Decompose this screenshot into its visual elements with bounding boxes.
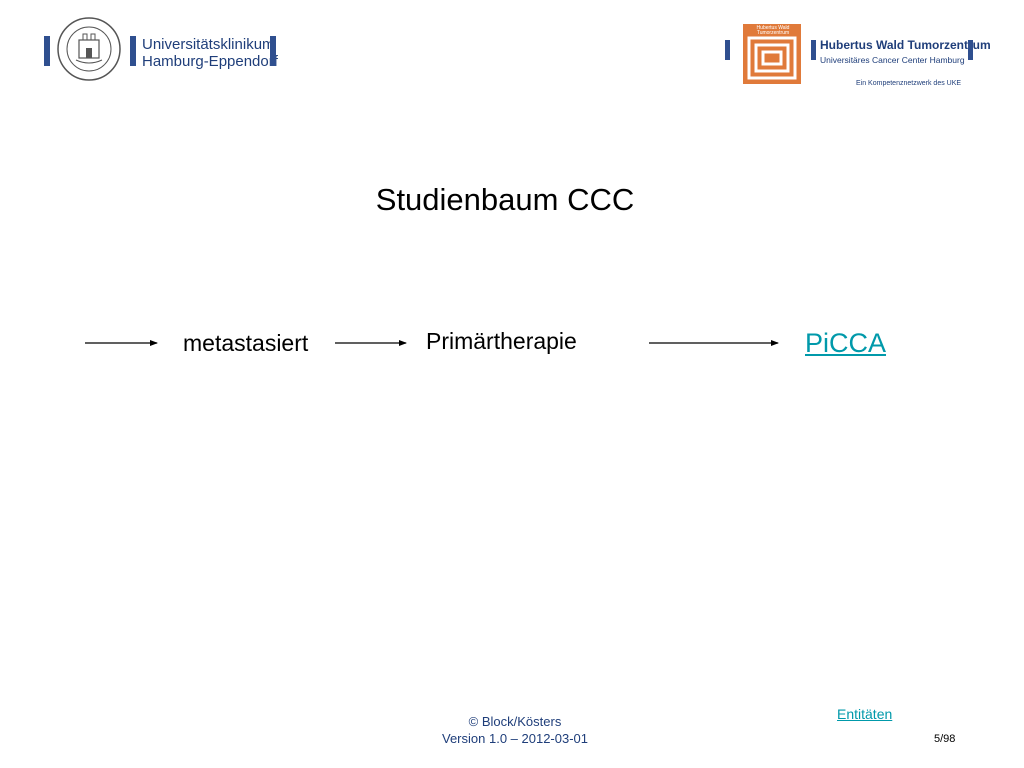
- hwt-emblem-icon: [743, 24, 801, 84]
- logo-bar-right: [270, 36, 276, 66]
- hwt-title: Hubertus Wald Tumorzentrum: [820, 38, 991, 52]
- node-metastasiert: metastasiert: [183, 330, 309, 356]
- copyright-text: © Block/Kösters: [468, 714, 562, 729]
- university-seal-icon: [57, 17, 121, 81]
- hwt-bar-right: [968, 40, 973, 60]
- picca-link[interactable]: PiCCA: [805, 328, 887, 358]
- version-text: Version 1.0 – 2012-03-01: [442, 731, 588, 746]
- footer-copyright: © Block/Kösters Version 1.0 – 2012-03-01: [380, 713, 650, 747]
- hwt-bar-left: [725, 40, 730, 60]
- hospital-name-line1: Universitätsklinikum: [142, 36, 275, 53]
- logo-bar-left: [44, 36, 50, 66]
- hwt-network: Ein Kompetenznetzwerk des UKE: [856, 80, 962, 87]
- entitaeten-link[interactable]: Entitäten: [837, 706, 893, 722]
- hwt-box-text: Hubertus Wald Tumorzentrum: [756, 25, 790, 36]
- hwt-logo: Hubertus Wald Tumorzentrum Hubertus Wald…: [722, 20, 992, 92]
- hwt-bar-mid: [811, 40, 816, 60]
- uke-logo: Universitätsklinikum Hamburg-Eppendorf: [44, 14, 284, 84]
- hwt-subtitle: Universitäres Cancer Center Hamburg: [820, 55, 965, 65]
- page-number: 5/98: [934, 733, 956, 745]
- hospital-name: Universitätsklinikum Hamburg-Eppendorf: [142, 36, 278, 70]
- slide-title: Studienbaum CCC: [375, 182, 635, 217]
- hospital-name-line2: Hamburg-Eppendorf: [142, 53, 278, 70]
- node-primaertherapie: Primärtherapie: [426, 328, 577, 354]
- logo-bar-mid: [130, 36, 136, 66]
